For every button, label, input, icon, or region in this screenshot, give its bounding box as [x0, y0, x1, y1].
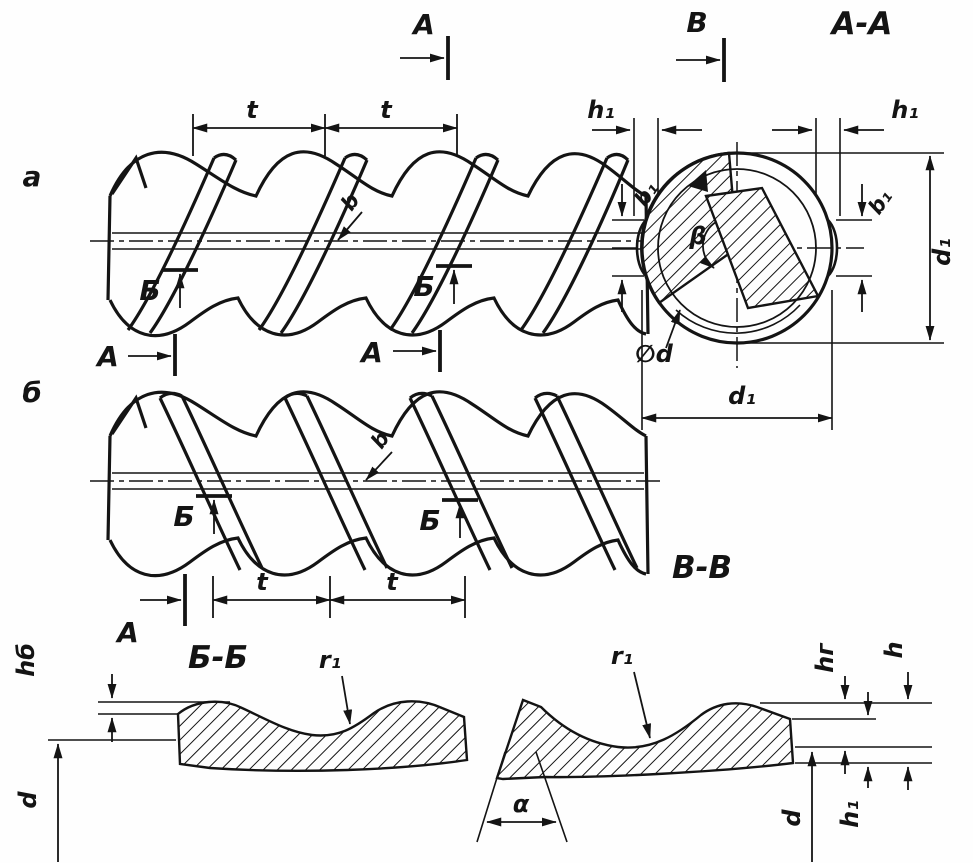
dim-label-phi-d: ∅d — [635, 340, 674, 368]
longitudinal-rib-right — [826, 219, 839, 277]
dim-h: h — [880, 641, 913, 790]
dim-d-left: d — [14, 739, 176, 862]
dim-ticks — [192, 114, 458, 156]
leader-line — [365, 451, 393, 481]
view-b-longitudinal: б Б Б b — [22, 376, 662, 578]
dim-label-alpha: α — [513, 790, 530, 818]
leader-line — [337, 211, 363, 241]
rib-bands-view-a — [126, 152, 630, 334]
ext-lines-right — [760, 702, 932, 764]
dim-h1-left: h₁ — [587, 96, 702, 216]
dim-b1-right: b₁ — [836, 184, 897, 312]
cut-label-v: В — [686, 6, 707, 39]
dim-r1-right: r₁ — [611, 642, 652, 739]
dim-hg: hг — [811, 642, 850, 774]
view-a-longitudinal: а — [23, 150, 662, 338]
cut-label-a: A — [359, 336, 383, 369]
outer-circle-d1 — [640, 151, 834, 345]
view-a-label: а — [23, 160, 42, 193]
profile-bb — [176, 700, 469, 773]
rib-bands-view-b — [158, 391, 639, 571]
dim-h1-right: h₁ — [772, 96, 919, 216]
cut-label-a: A — [115, 616, 139, 649]
ext-lines — [815, 118, 841, 216]
cut-mark-a-right: A — [359, 330, 442, 372]
angle-arrow — [699, 221, 717, 269]
dim-hb: hб — [12, 643, 230, 742]
dim-label-t: t — [380, 96, 393, 124]
dim-label-h1: h₁ — [587, 96, 615, 124]
dim-label-hg: hг — [811, 642, 839, 673]
leader-line — [341, 675, 353, 725]
section-title-bb: Б-Б — [188, 640, 248, 676]
dim-alpha: α — [476, 751, 568, 843]
dim-label-t: t — [386, 568, 399, 596]
cut-mark-b-view-a-right: Б — [413, 264, 472, 304]
dim-label-t: t — [246, 96, 259, 124]
dim-label-b: b — [366, 427, 394, 453]
dim-phi-d: ∅d — [635, 309, 681, 368]
dim-beta: β — [688, 221, 717, 269]
ext-lines — [641, 290, 833, 430]
ext-lines — [742, 152, 944, 344]
cut-label-b: Б — [419, 504, 440, 537]
cut-mark-a-left: A — [95, 334, 177, 376]
dim-label-h1: h₁ — [836, 800, 864, 828]
cut-mark-v-top: В — [676, 6, 726, 82]
cut-label-b: Б — [413, 270, 434, 303]
ext-lines — [98, 701, 230, 715]
dim-label-b: b — [336, 189, 364, 215]
section-bb: Б-Б r₁ hб d — [12, 640, 469, 862]
rib-pointer — [688, 170, 708, 192]
section-title-vv: В-В — [672, 550, 732, 586]
cut-mark-b-view-a-left: Б — [139, 268, 198, 308]
dim-label-t: t — [256, 568, 269, 596]
dim-label-r1: r₁ — [611, 642, 633, 670]
inner-arc-detail — [675, 304, 801, 334]
dim-label-b1: b₁ — [863, 185, 897, 219]
cut-mark-b-view-b-left: Б — [173, 494, 232, 534]
dim-d-right: d — [778, 751, 817, 862]
view-b-label: б — [22, 376, 42, 409]
dim-d1-horizontal: d₁ — [641, 290, 833, 430]
dim-label-hb: hб — [12, 643, 40, 677]
cut-label-b: Б — [173, 500, 194, 533]
ext-lines — [836, 219, 872, 277]
leader-line — [665, 309, 681, 349]
dim-label-d1: d₁ — [728, 382, 756, 410]
section-title-aa: A-A — [829, 6, 893, 42]
dim-r1-left: r₁ — [319, 646, 353, 725]
leader-line — [633, 671, 652, 739]
longitudinal-rib-left — [635, 219, 648, 277]
dim-label-h1: h₁ — [891, 96, 919, 124]
dim-h1-bottom: h₁ — [836, 692, 873, 828]
dim-t-top: t t — [192, 96, 458, 156]
dim-label-r1: r₁ — [319, 646, 341, 674]
core-circle-d — [657, 168, 817, 328]
cut-mark-a-top: A — [400, 8, 450, 80]
ext-lines — [633, 118, 659, 216]
section-vv: В-В r₁ α hг h h₁ d — [476, 550, 932, 862]
dim-label-beta: β — [688, 222, 706, 250]
bar-core-lines — [112, 232, 644, 250]
cut-label-b: Б — [139, 274, 160, 307]
section-aa: A-A В β h₁ h₁ — [587, 6, 956, 430]
dim-label-h: h — [880, 641, 908, 658]
dim-label-d: d — [14, 791, 42, 809]
dim-ticks — [212, 576, 466, 618]
dim-label-d1: d₁ — [928, 238, 956, 266]
dim-d1-vertical: d₁ — [742, 152, 956, 344]
cut-mark-b-view-b-right: Б — [419, 498, 478, 538]
angle-legs — [476, 751, 568, 843]
cut-label-a: A — [95, 340, 119, 373]
profile-vv — [495, 698, 795, 781]
ext-lines — [612, 219, 644, 277]
cut-label-a: A — [411, 8, 435, 41]
dim-t-bottom: A t t — [115, 568, 466, 649]
dim-label-d: d — [778, 809, 806, 827]
